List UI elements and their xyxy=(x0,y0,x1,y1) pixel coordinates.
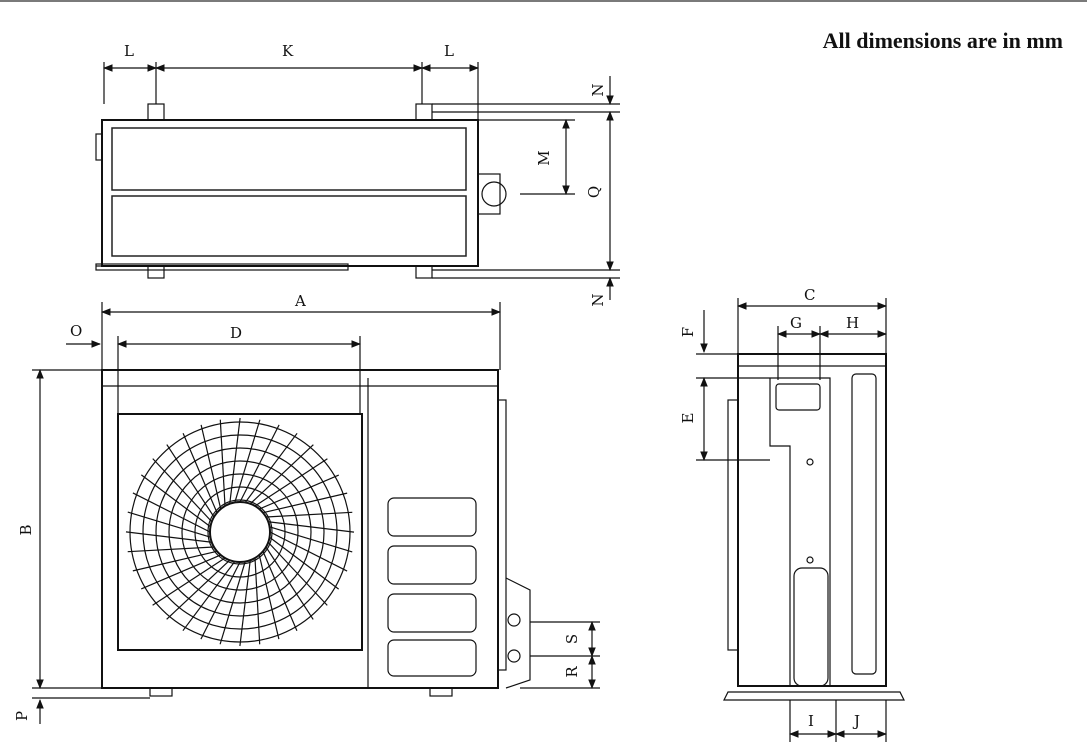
dim-label-k: K xyxy=(282,42,294,60)
dim-label-l-right: L xyxy=(444,42,454,60)
top-view: L K L N M Q N xyxy=(95,42,620,307)
dim-label-p: P xyxy=(13,711,31,721)
dim-label-n-top: N xyxy=(589,83,607,96)
front-view: A D O B P S R xyxy=(13,292,600,724)
dim-label-l-left: L xyxy=(124,42,134,60)
dim-label-q: Q xyxy=(585,186,603,198)
dim-label-b: B xyxy=(17,524,35,535)
dim-label-e: E xyxy=(679,413,697,424)
top-frame-line xyxy=(0,0,1087,2)
side-view: C G H F E I J xyxy=(679,286,905,742)
dim-label-j: J xyxy=(852,712,860,730)
dim-label-m: M xyxy=(535,150,553,165)
dim-label-o: O xyxy=(70,322,82,340)
dim-label-r: R xyxy=(563,666,581,678)
dim-label-a: A xyxy=(294,292,306,310)
dim-label-c: C xyxy=(804,286,815,304)
units-note: All dimensions are in mm xyxy=(822,28,1063,53)
dim-label-n-bottom: N xyxy=(589,293,607,306)
dim-label-h: H xyxy=(846,314,859,332)
dim-label-g: G xyxy=(790,314,802,332)
dim-label-f: F xyxy=(679,327,697,337)
dim-label-s: S xyxy=(563,634,581,644)
fan-grille xyxy=(125,417,355,647)
dim-label-d: D xyxy=(230,324,242,342)
dim-label-i: I xyxy=(808,712,814,730)
